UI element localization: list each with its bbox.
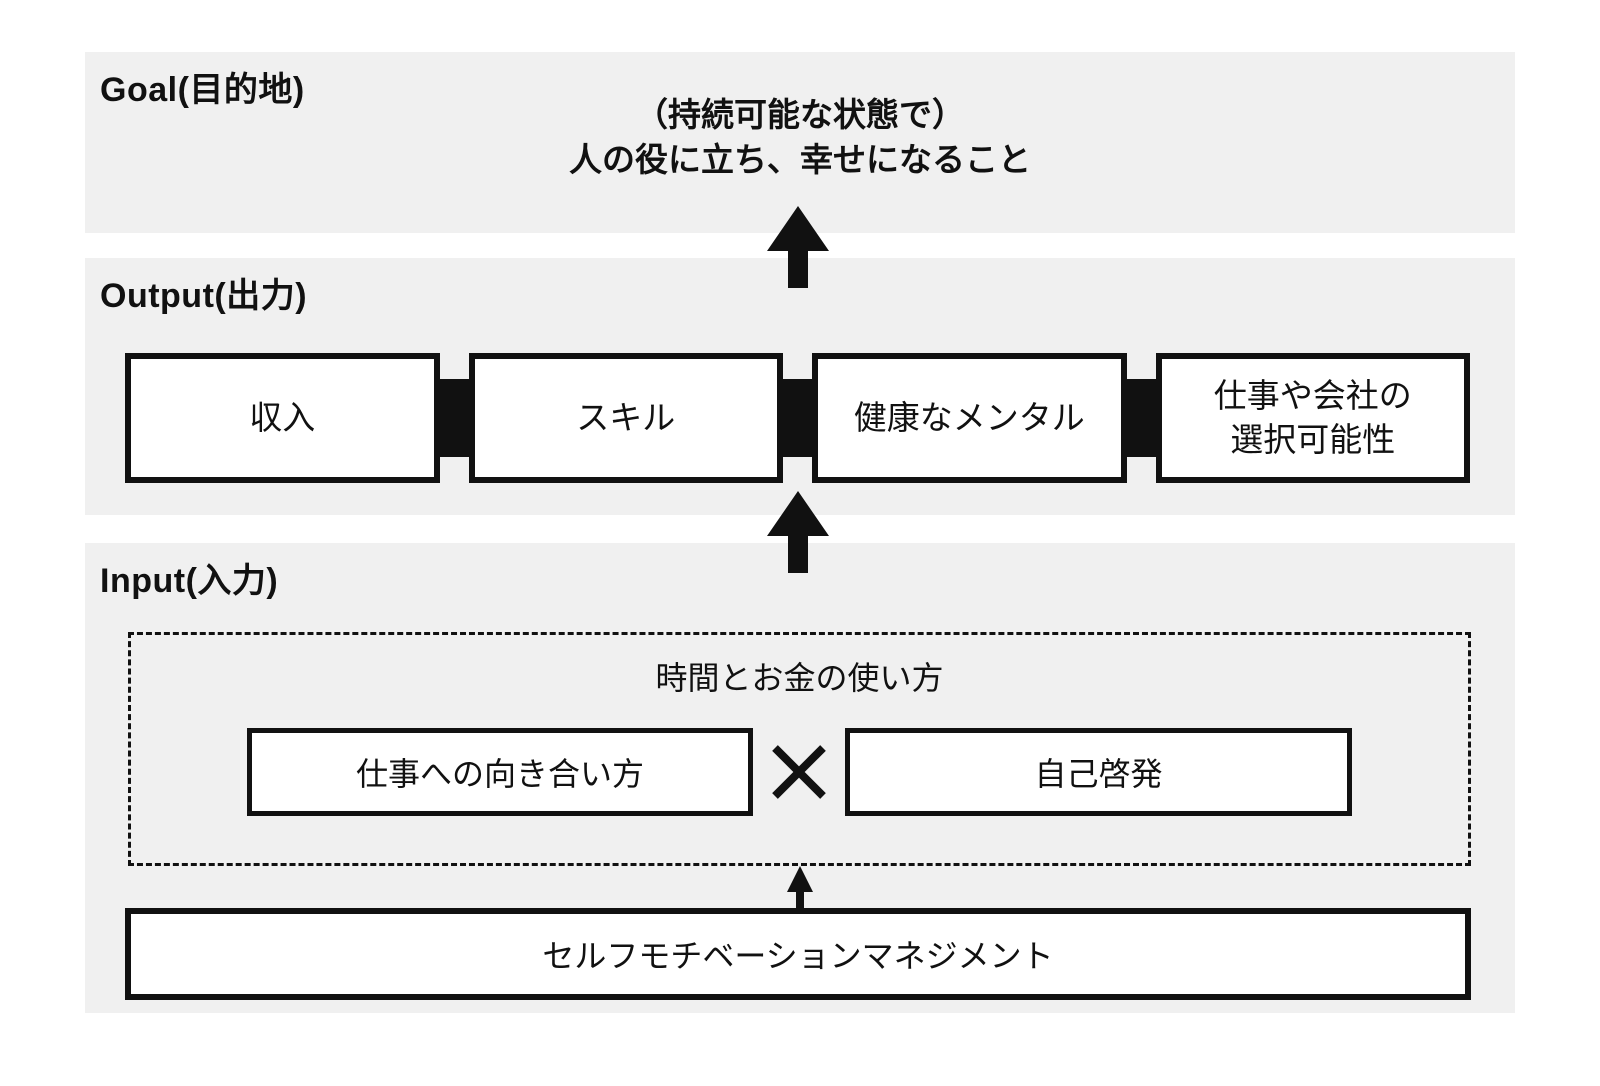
- multiply-icon: [772, 745, 826, 799]
- output-box-options: 仕事や会社の 選択可能性: [1155, 353, 1470, 483]
- output-box-mental: 健康なメンタル: [812, 353, 1127, 483]
- up-arrow-icon: [787, 866, 813, 910]
- goal-section-label: Goal(目的地): [100, 71, 305, 109]
- box-connector: [783, 379, 812, 457]
- output-section: Output(出力) 収入 スキル 健康なメンタル 仕事や会社の 選択可能性: [85, 258, 1515, 515]
- input-section-label: Input(入力): [100, 562, 279, 600]
- multiply-wrap: [753, 743, 845, 801]
- input-box-work-attitude: 仕事への向き合い方: [247, 728, 753, 816]
- up-arrow-icon: [767, 206, 829, 288]
- input-inner-row: 仕事への向き合い方 自己啓発: [131, 728, 1468, 816]
- input-box-self-development: 自己啓発: [845, 728, 1352, 816]
- goal-section: Goal(目的地) （持続可能な状態で） 人の役に立ち、幸せになること: [85, 52, 1515, 233]
- self-motivation-box: セルフモチベーションマネジメント: [125, 908, 1471, 1000]
- time-money-group-title: 時間とお金の使い方: [655, 660, 944, 696]
- output-section-label: Output(出力): [100, 277, 308, 315]
- goal-statement: （持続可能な状態で） 人の役に立ち、幸せになること: [569, 96, 1031, 178]
- box-connector: [439, 379, 469, 457]
- time-money-group: 時間とお金の使い方 仕事への向き合い方 自己啓発: [128, 632, 1471, 866]
- output-boxes-row: 収入 スキル 健康なメンタル 仕事や会社の 選択可能性: [125, 353, 1470, 483]
- up-arrow-icon: [767, 491, 829, 573]
- output-box-income: 収入: [125, 353, 440, 483]
- output-box-skill: スキル: [468, 353, 783, 483]
- input-section: Input(入力) 時間とお金の使い方 仕事への向き合い方 自己啓発 セルフモチ…: [85, 543, 1515, 1013]
- box-connector: [1126, 379, 1156, 457]
